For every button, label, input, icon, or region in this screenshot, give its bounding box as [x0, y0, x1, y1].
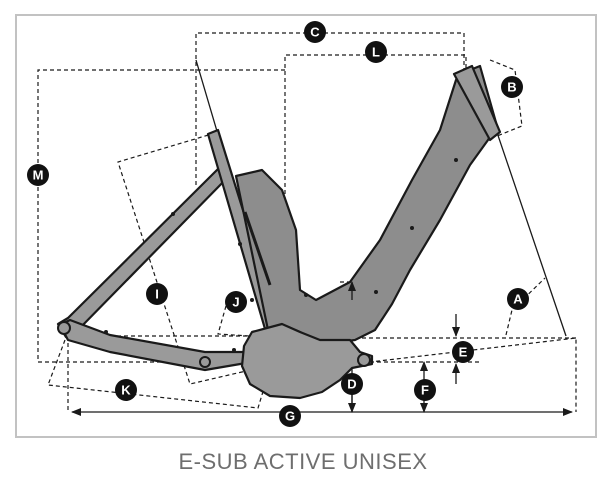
badge-m-label: M	[33, 168, 44, 183]
rear-dropout	[57, 321, 71, 335]
badge-j: J	[225, 291, 247, 313]
stay-pivot	[199, 356, 211, 368]
battery-slot	[243, 211, 272, 286]
badge-d: D	[341, 373, 363, 395]
badge-k-label: K	[121, 383, 131, 398]
badge-f-label: F	[421, 383, 429, 398]
dim-line-a	[505, 277, 546, 336]
seat-stay	[56, 163, 232, 339]
badge-b: B	[501, 76, 523, 98]
dim-line-m	[37, 69, 285, 363]
badge-f: F	[414, 379, 436, 401]
badge-l: L	[365, 41, 387, 63]
down-tube	[234, 64, 499, 344]
dim-line-i	[117, 132, 286, 385]
badge-l-label: L	[372, 45, 380, 60]
badge-c: C	[304, 21, 326, 43]
model-title: E-SUB ACTIVE UNISEX	[178, 449, 428, 474]
badge-a: A	[507, 288, 529, 310]
badge-e: E	[452, 341, 474, 363]
badge-g-label: G	[285, 409, 295, 424]
badge-i-label: I	[155, 287, 159, 302]
badge-k: K	[115, 379, 137, 401]
fork-axis	[485, 99, 567, 337]
frame-bolts	[104, 158, 458, 352]
dim-line-j	[217, 305, 251, 337]
badge-c-label: C	[310, 25, 320, 40]
badge-g: G	[279, 405, 301, 427]
badge-i: I	[146, 283, 168, 305]
head-tube	[452, 64, 502, 142]
badge-d-label: D	[347, 377, 356, 392]
badge-e-label: E	[459, 345, 468, 360]
badge-j-label: J	[232, 295, 239, 310]
badge-a-label: A	[513, 292, 523, 307]
bottom-bracket	[357, 353, 371, 367]
badge-m: M	[27, 164, 49, 186]
badge-b-label: B	[507, 80, 516, 95]
bike-frame	[56, 64, 502, 400]
